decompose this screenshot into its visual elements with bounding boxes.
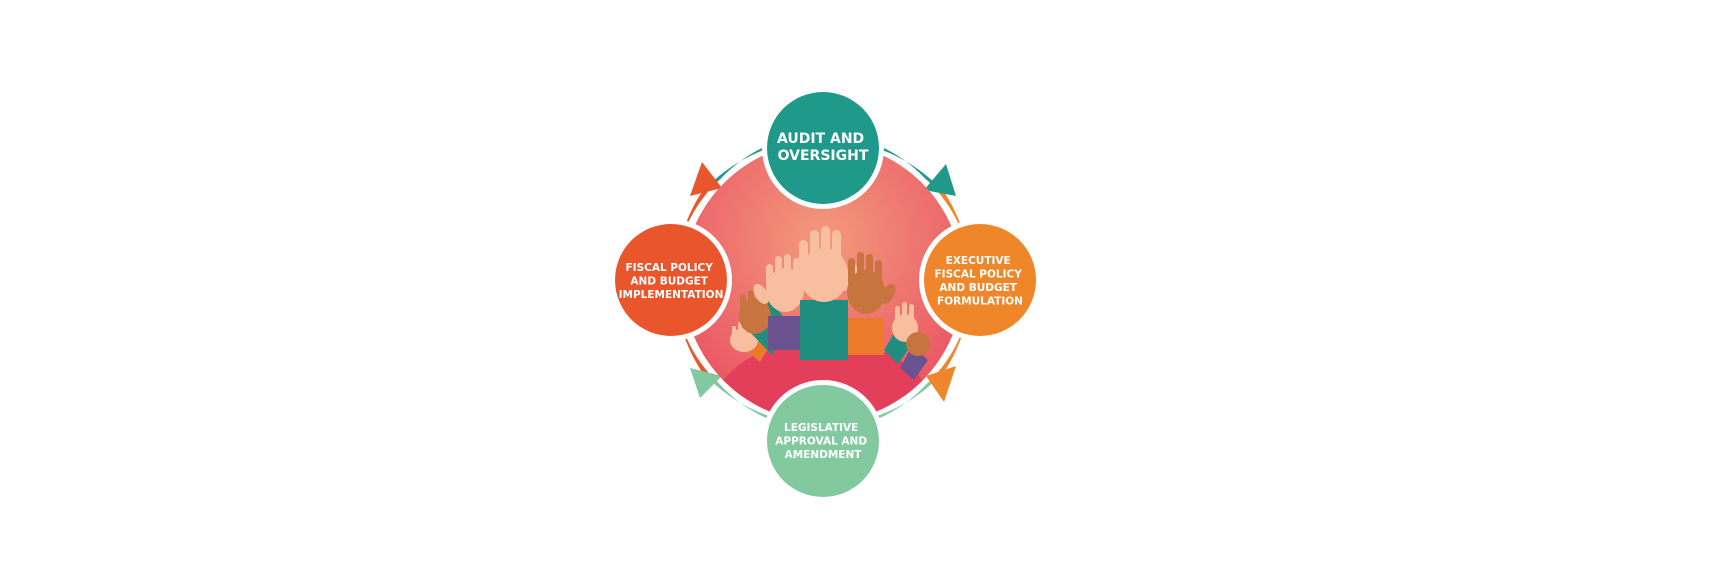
legislative-line-3: AMENDMENT — [785, 449, 863, 461]
fiscal-line-2: AND BUDGET — [630, 276, 708, 288]
audit-line-2: OVERSIGHT — [778, 148, 869, 164]
step-node-fiscal: FISCAL POLICY AND BUDGET IMPLEMENTATION — [610, 219, 732, 341]
step-node-legislative: LEGISLATIVE APPROVAL AND AMENDMENT — [762, 380, 884, 502]
node-circle-fiscal — [615, 224, 727, 336]
arrow-tip-bottom-right — [926, 366, 956, 402]
step-node-audit: AUDIT AND OVERSIGHT — [762, 87, 884, 209]
hand-center — [799, 226, 860, 360]
executive-line-3: AND BUDGET — [939, 282, 1017, 294]
legislative-line-2: APPROVAL AND — [775, 436, 867, 448]
hand-right-edge — [900, 332, 930, 380]
legislative-line-1: LEGISLATIVE — [784, 422, 858, 434]
step-node-executive: EXECUTIVE FISCAL POLICY AND BUDGET FORMU… — [919, 219, 1041, 341]
arrow-tip-bottom-left — [690, 368, 722, 398]
executive-line-1: EXECUTIVE — [946, 255, 1011, 267]
node-circle-legislative — [767, 385, 879, 497]
hand-right-small — [884, 302, 918, 364]
executive-line-2: FISCAL POLICY — [934, 269, 1022, 281]
node-circle-executive — [924, 224, 1036, 336]
executive-line-4: FORMULATION — [937, 296, 1023, 308]
node-label-executive: EXECUTIVE FISCAL POLICY AND BUDGET FORMU… — [934, 255, 1025, 308]
hand-right-dark — [847, 252, 896, 355]
audit-line-1: AUDIT AND — [777, 131, 864, 147]
ring-arc-bottom — [701, 371, 945, 431]
node-label-audit: AUDIT AND OVERSIGHT — [777, 131, 869, 164]
node-label-legislative: LEGISLATIVE APPROVAL AND AMENDMENT — [775, 422, 870, 461]
fiscal-line-3: IMPLEMENTATION — [619, 289, 724, 301]
fiscal-line-1: FISCAL POLICY — [625, 262, 713, 274]
hand-mid-left — [753, 254, 806, 350]
arrow-tip-top-left — [690, 162, 722, 196]
node-label-fiscal: FISCAL POLICY AND BUDGET IMPLEMENTATION — [619, 262, 724, 301]
node-circle-audit — [767, 92, 879, 204]
arrow-tip-top-right — [924, 164, 956, 196]
